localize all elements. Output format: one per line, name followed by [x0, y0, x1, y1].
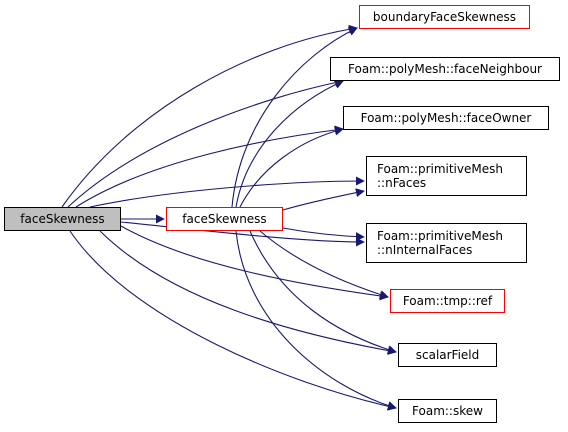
node-polymesh-face-owner[interactable]: Foam::polyMesh::faceOwner — [343, 106, 549, 130]
node-label: faceSkewness — [182, 212, 267, 226]
edge-mid-to-owner — [239, 126, 344, 208]
node-face-skewness-root: faceSkewness — [4, 207, 121, 231]
edge-root-to-owner — [75, 125, 344, 208]
edge-root-to-nfaces — [89, 176, 365, 208]
edge-root-to-skew — [69, 230, 397, 411]
node-label: boundaryFaceSkewness — [372, 10, 517, 24]
node-label: faceSkewness — [20, 212, 105, 226]
edge-root-to-scalar — [99, 230, 397, 355]
node-label: Foam::polyMesh::faceNeighbour — [348, 62, 542, 76]
node-label-line1: Foam::primitiveMesh — [377, 162, 503, 176]
edge-root-to-ninternal — [120, 221, 365, 247]
edge-mid-to-boundary — [231, 27, 358, 208]
node-face-skewness[interactable]: faceSkewness — [166, 207, 283, 231]
edge-root-to-boundary — [61, 24, 358, 208]
node-scalar-field[interactable]: scalarField — [398, 343, 497, 367]
node-label-line2: ::nFaces — [377, 176, 427, 190]
node-label: Foam::tmp::ref — [402, 294, 493, 308]
node-label-line2: ::nInternalFaces — [377, 243, 473, 257]
edge-mid-to-neighbour — [235, 80, 344, 208]
edge-mid-to-skew — [235, 230, 397, 410]
node-skew[interactable]: Foam::skew — [398, 399, 497, 423]
node-tmp-ref[interactable]: Foam::tmp::ref — [390, 289, 505, 313]
edge-mid-to-ninternal — [282, 227, 365, 242]
node-label-line1: Foam::primitiveMesh — [377, 229, 503, 243]
edge-mid-to-nfaces — [282, 188, 365, 211]
node-label: Foam::polyMesh::faceOwner — [360, 111, 532, 125]
node-primitivemesh-nfaces[interactable]: Foam::primitiveMesh ::nFaces — [366, 156, 527, 196]
node-label: scalarField — [415, 348, 480, 362]
node-label: Foam::skew — [412, 404, 483, 418]
edge-mid-to-scalar — [249, 230, 397, 354]
edge-root-to-tmpref — [120, 225, 389, 301]
node-boundary-face-skewness[interactable]: boundaryFaceSkewness — [359, 5, 530, 29]
node-polymesh-face-neighbour[interactable]: Foam::polyMesh::faceNeighbour — [330, 57, 560, 81]
node-primitivemesh-ninternal-faces[interactable]: Foam::primitiveMesh ::nInternalFaces — [366, 223, 527, 263]
edge-mid-to-tmpref — [259, 230, 389, 299]
edge-root-to-neighbour — [67, 78, 344, 208]
